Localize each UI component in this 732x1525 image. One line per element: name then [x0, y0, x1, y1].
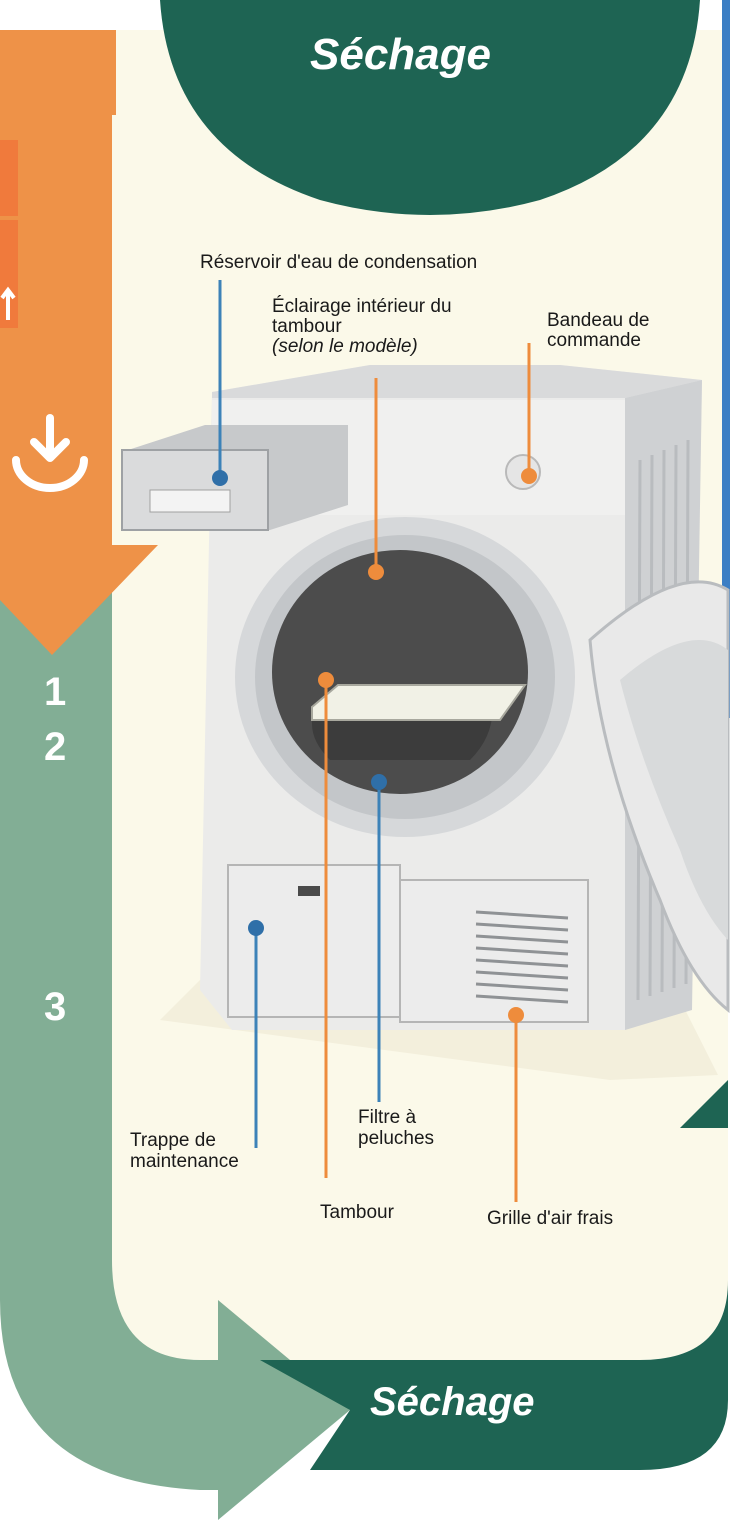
sage-arrow-band [0, 560, 350, 1520]
label-control-panel-2: commande [547, 330, 641, 351]
dot-interior-light [368, 564, 384, 580]
step-number: 3 [44, 985, 67, 1029]
header-dome [160, 0, 700, 215]
dot-maintenance-hatch [248, 920, 264, 936]
label-lint-filter-2: peluches [358, 1128, 435, 1149]
orange-tab-1 [0, 140, 18, 216]
dot-drum [318, 672, 334, 688]
orange-top-block [0, 30, 116, 115]
label-control-panel-1: Bandeau de [547, 310, 650, 331]
blue-side-bar [722, 0, 730, 718]
label-maintenance-hatch-2: maintenance [130, 1151, 239, 1172]
corner-wedge [680, 1080, 728, 1128]
label-air-grille: Grille d'air frais [487, 1208, 614, 1229]
dot-air-grille [508, 1007, 524, 1023]
footer-banner [260, 1280, 728, 1470]
label-water-tank: Réservoir d'eau de condensation [200, 252, 478, 273]
label-interior-light-2: tambour [272, 316, 342, 337]
header-title: Séchage [310, 30, 491, 79]
step-number: 1 [44, 670, 67, 714]
label-maintenance-hatch-1: Trappe de [130, 1130, 216, 1151]
dryer-illustration [121, 365, 730, 1030]
label-interior-light-1: Éclairage intérieur du [272, 296, 452, 317]
label-interior-light-note: (selon le modèle) [272, 336, 418, 357]
label-lint-filter-1: Filtre à [358, 1107, 417, 1128]
dot-lint-filter [371, 774, 387, 790]
footer-title: Séchage [370, 1380, 535, 1424]
step-number: 2 [44, 725, 67, 769]
orange-tab-2 [0, 220, 18, 328]
orange-down-arrow [0, 115, 158, 655]
label-drum: Tambour [320, 1202, 394, 1223]
dot-control-panel [521, 468, 537, 484]
dot-water-tank [212, 470, 228, 486]
up-arrow-icon [0, 286, 16, 320]
download-icon [12, 414, 88, 492]
